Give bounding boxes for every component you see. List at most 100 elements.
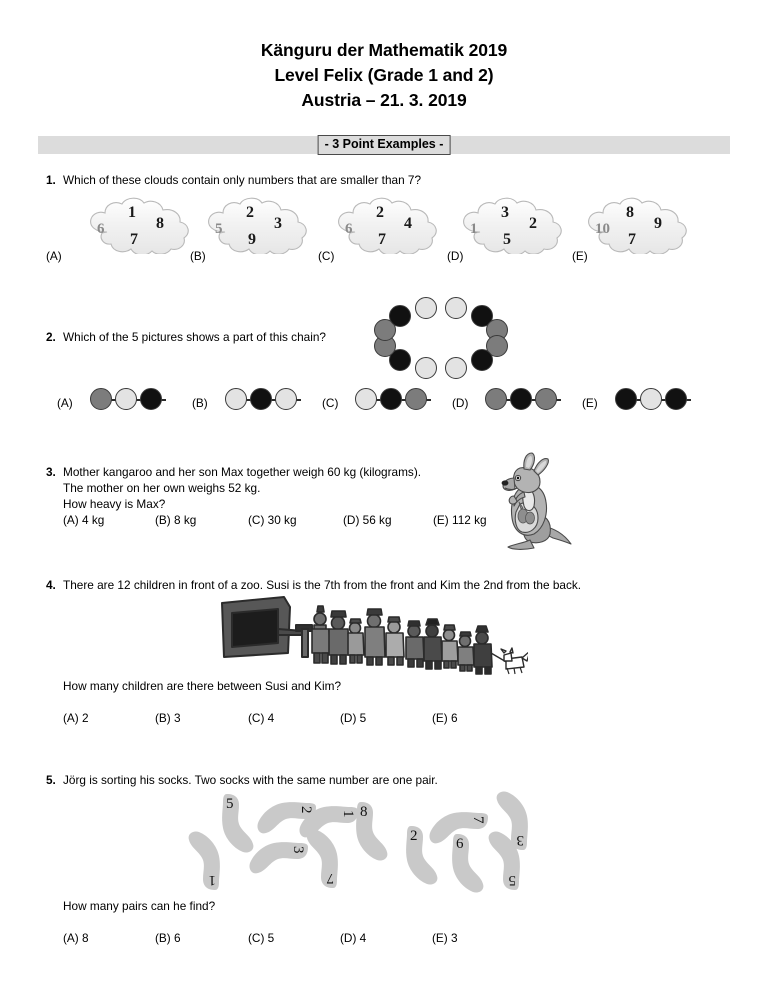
- chain-bead-black: [510, 388, 532, 410]
- cloud-number-bottom: 9: [248, 231, 256, 248]
- chain-bead-light: [225, 388, 247, 410]
- chain-option-b[interactable]: [225, 388, 305, 412]
- question-3-text-line-2: The mother on her own weighs 52 kg.: [63, 481, 261, 495]
- chain-bead-light: [355, 388, 377, 410]
- title-line-1: Känguru der Mathematik 2019: [260, 40, 508, 60]
- sock-number: 1: [208, 872, 217, 888]
- sock: 2: [397, 824, 441, 886]
- chain-bead-gray: [405, 388, 427, 410]
- chain-option-a[interactable]: [90, 388, 170, 412]
- chain-label-d: (D): [452, 396, 469, 410]
- chain-bead-black: [140, 388, 162, 410]
- question-3-option-e[interactable]: (E) 112 kg: [433, 513, 487, 527]
- chain-bead-gray: [535, 388, 557, 410]
- chain-bead-black: [665, 388, 687, 410]
- sock: 7: [303, 828, 347, 890]
- title-line-2: Level Felix (Grade 1 and 2): [274, 65, 494, 85]
- question-5-option-a[interactable]: (A) 8: [63, 931, 89, 945]
- cloud-number-bottom: 7: [378, 231, 386, 248]
- question-4-number: 4.: [46, 578, 56, 592]
- cloud-number-top: 1: [128, 204, 136, 221]
- question-1-text: Which of these clouds contain only numbe…: [63, 173, 422, 187]
- cloud-label-b: (B): [190, 249, 206, 263]
- cloud-number-right: 2: [529, 215, 537, 232]
- question-5-option-c[interactable]: (C) 5: [248, 931, 275, 945]
- ring-bead-light: [445, 356, 467, 379]
- question-4-option-a[interactable]: (A) 2: [63, 711, 89, 725]
- chain-bead-light: [115, 388, 137, 410]
- question-4-option-b[interactable]: (B) 3: [155, 711, 181, 725]
- chain-label-e: (E): [582, 396, 598, 410]
- cloud-number-top: 3: [501, 204, 509, 221]
- chain-bead-black: [250, 388, 272, 410]
- cloud-number-left: 5: [215, 221, 223, 237]
- sock: 3: [248, 833, 310, 877]
- question-3-option-d[interactable]: (D) 56 kg: [343, 513, 392, 527]
- question-5-option-b[interactable]: (B) 6: [155, 931, 181, 945]
- sock: 8: [347, 800, 391, 862]
- chain-bead-black: [615, 388, 637, 410]
- sock-number: 6: [456, 836, 464, 852]
- sock: 6: [443, 832, 487, 894]
- chain-label-a: (A): [57, 396, 73, 410]
- sock: 3: [493, 790, 537, 852]
- cloud-number-top: 2: [376, 204, 384, 221]
- zoo-queue-illustration: [218, 595, 531, 675]
- cloud-number-right: 3: [274, 215, 282, 232]
- question-2-number: 2.: [46, 330, 56, 344]
- sock-number: 7: [326, 870, 335, 886]
- cloud-number-right: 8: [156, 215, 164, 232]
- question-3-option-b[interactable]: (B) 8 kg: [155, 513, 197, 527]
- question-5-sub-question: How many pairs can he find?: [63, 899, 216, 913]
- cloud-number-top: 2: [246, 204, 254, 221]
- cloud-option-b[interactable]: 5 2 3 9: [200, 196, 312, 254]
- chain-option-d[interactable]: [485, 388, 565, 412]
- question-4-option-d[interactable]: (D) 5: [340, 711, 367, 725]
- sock: 5: [485, 830, 529, 892]
- cloud-label-d: (D): [447, 249, 464, 263]
- chain-bead-gray: [90, 388, 112, 410]
- question-3-number: 3.: [46, 465, 56, 479]
- chain-label-c: (C): [322, 396, 339, 410]
- chain-option-c[interactable]: [355, 388, 435, 412]
- question-3-option-a[interactable]: (A) 4 kg: [63, 513, 105, 527]
- cloud-number-left: 10: [595, 221, 610, 237]
- ring-bead-gray: [486, 335, 509, 358]
- ring-bead-light: [414, 356, 437, 379]
- ring-bead-black: [471, 348, 493, 371]
- chain-bead-gray: [485, 388, 507, 410]
- question-1-number: 1.: [46, 173, 56, 187]
- sock-number: 8: [360, 804, 368, 820]
- chain-bead-light: [275, 388, 297, 410]
- cloud-number-top: 8: [626, 204, 634, 221]
- ring-bead-black: [388, 305, 411, 328]
- question-3-text-line-3: How heavy is Max?: [63, 497, 166, 511]
- question-2-text: Which of the 5 pictures shows a part of …: [63, 330, 326, 344]
- question-4-option-e[interactable]: (E) 6: [432, 711, 458, 725]
- sock-number: 5: [508, 872, 517, 888]
- ring-bead-light: [414, 297, 437, 320]
- cloud-label-c: (C): [318, 249, 335, 263]
- question-5-option-d[interactable]: (D) 4: [340, 931, 367, 945]
- chain-ring-illustration: [366, 296, 516, 380]
- question-5-option-e[interactable]: (E) 3: [432, 931, 458, 945]
- sock-number: 5: [226, 796, 234, 812]
- chain-option-e[interactable]: [615, 388, 695, 412]
- chain-bead-light: [640, 388, 662, 410]
- cloud-number-right: 4: [404, 215, 412, 232]
- question-3-option-c[interactable]: (C) 30 kg: [248, 513, 297, 527]
- chain-bead-black: [380, 388, 402, 410]
- sock: 1: [185, 830, 229, 892]
- cloud-number-bottom: 7: [130, 231, 138, 248]
- page-title: Känguru der Mathematik 2019 Level Felix …: [0, 38, 768, 113]
- sock: 7: [428, 803, 490, 847]
- question-5-number: 5.: [46, 773, 56, 787]
- cloud-label-e: (E): [572, 249, 588, 263]
- question-4-option-c[interactable]: (C) 4: [248, 711, 275, 725]
- cloud-label-a: (A): [46, 249, 62, 263]
